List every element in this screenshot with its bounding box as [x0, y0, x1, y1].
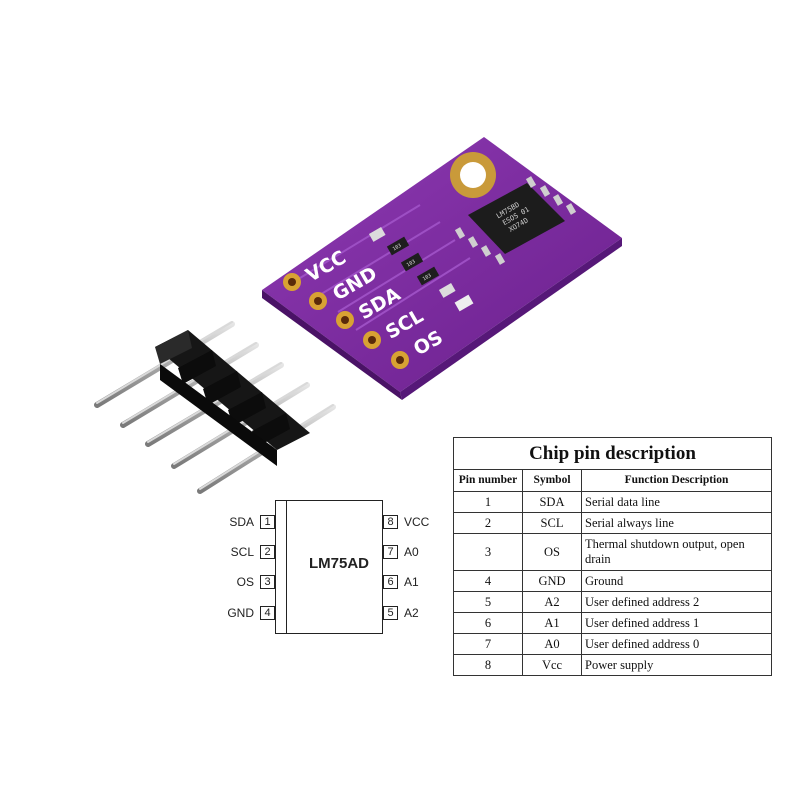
resistor-marking-3: 103	[422, 273, 433, 283]
ic-pin-number: 1	[260, 515, 275, 529]
ic-pin-label: A2	[404, 606, 419, 620]
resistor-marking-1: 103	[392, 243, 403, 253]
ic-pin1-marker	[286, 501, 287, 633]
ic-pin-number: 5	[383, 606, 398, 620]
header-symbol: Symbol	[522, 469, 582, 492]
cell-pin-number: 3	[453, 533, 523, 571]
ic-pin-a2: 5 A2	[383, 604, 445, 622]
cell-description: Ground	[581, 570, 772, 592]
ic-pin-label: VCC	[404, 515, 430, 529]
ic-pin-number: 3	[260, 575, 275, 589]
cell-description: User defined address 2	[581, 591, 772, 613]
pin-description-table: Chip pin description Pin number Symbol F…	[453, 437, 772, 676]
table-row: 7 A0 User defined address 0	[453, 633, 772, 655]
ic-body: LM75AD	[275, 500, 383, 634]
cell-symbol: A0	[522, 633, 582, 655]
table-row: 8 Vcc Power supply	[453, 654, 772, 676]
table-header-row: Pin number Symbol Function Description	[453, 469, 772, 492]
cell-description: Power supply	[581, 654, 772, 676]
header-function: Function Description	[581, 469, 772, 492]
resistor-marking-2: 103	[406, 259, 417, 269]
cell-symbol: A2	[522, 591, 582, 613]
ic-pin-label: A0	[404, 545, 419, 559]
ic-pin-label: A1	[404, 575, 419, 589]
header-pin-number: Pin number	[453, 469, 523, 492]
cell-symbol: Vcc	[522, 654, 582, 676]
ic-pin-number: 6	[383, 575, 398, 589]
sensor-chip: LM75BD ESOS 01 XO74D	[454, 176, 577, 265]
cell-description: Thermal shutdown output, open drain	[581, 533, 772, 571]
cell-pin-number: 7	[453, 633, 523, 655]
cell-symbol: A1	[522, 612, 582, 634]
cell-symbol: GND	[522, 570, 582, 592]
ic-pin-label: SCL	[230, 545, 254, 559]
cell-symbol: SDA	[522, 491, 582, 513]
ic-pin-os: OS 3	[205, 573, 275, 591]
cell-pin-number: 2	[453, 512, 523, 534]
table-row: 1 SDA Serial data line	[453, 491, 772, 513]
ic-pin-number: 8	[383, 515, 398, 529]
cell-description: Serial data line	[581, 491, 772, 513]
ic-pin-number: 4	[260, 606, 275, 620]
ic-pin-label: SDA	[229, 515, 254, 529]
module-illustration: LM75BD ESOS 01 XO74D 103 103 103	[94, 137, 622, 494]
pin-header	[94, 321, 336, 494]
ic-name: LM75AD	[308, 555, 369, 572]
pcb-board: LM75BD ESOS 01 XO74D 103 103 103	[262, 137, 622, 400]
table-row: 6 A1 User defined address 1	[453, 612, 772, 634]
cell-symbol: SCL	[522, 512, 582, 534]
cell-symbol: OS	[522, 533, 582, 571]
ic-pin-vcc: 8 VCC	[383, 513, 445, 531]
ic-pinout-diagram: LM75AD SDA 1 SCL 2 OS 3 GND 4 8 VCC 7 A0…	[205, 500, 445, 640]
ic-pin-number: 2	[260, 545, 275, 559]
cell-pin-number: 1	[453, 491, 523, 513]
cell-pin-number: 8	[453, 654, 523, 676]
ic-pin-scl: SCL 2	[205, 543, 275, 561]
ic-pin-label: GND	[227, 606, 254, 620]
cell-description: User defined address 0	[581, 633, 772, 655]
smd-components: 103 103 103	[368, 227, 474, 312]
ic-pin-sda: SDA 1	[205, 513, 275, 531]
cell-description: User defined address 1	[581, 612, 772, 634]
cell-pin-number: 4	[453, 570, 523, 592]
ic-pin-gnd: GND 4	[205, 604, 275, 622]
cell-description: Serial always line	[581, 512, 772, 534]
table-row: 3 OS Thermal shutdown output, open drain	[453, 533, 772, 571]
table-row: 5 A2 User defined address 2	[453, 591, 772, 613]
table-title: Chip pin description	[453, 437, 772, 469]
table-row: 4 GND Ground	[453, 570, 772, 592]
cell-pin-number: 5	[453, 591, 523, 613]
table-row: 2 SCL Serial always line	[453, 512, 772, 534]
ic-pin-number: 7	[383, 545, 398, 559]
cell-pin-number: 6	[453, 612, 523, 634]
ic-pin-a1: 6 A1	[383, 573, 445, 591]
ic-pin-label: OS	[236, 575, 254, 589]
solder-pads	[283, 273, 409, 369]
ic-pin-a0: 7 A0	[383, 543, 445, 561]
